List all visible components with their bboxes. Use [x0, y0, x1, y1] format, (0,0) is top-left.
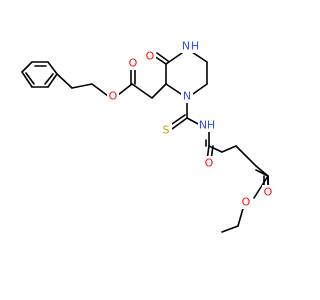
succinyl-chain [205, 131, 269, 177]
thiourea-group [171, 101, 203, 130]
bond [191, 51, 208, 63]
atom-labels: N H O N O O S N H O O O [107, 39, 274, 209]
bond [192, 83, 208, 95]
molecule-canvas: N H O N O O S N H O O O [21, 39, 274, 233]
phenethyl-chain [56, 73, 133, 97]
bond [235, 145, 257, 167]
bond [253, 175, 269, 199]
bond [221, 145, 237, 153]
thio-nh-h-label: H [207, 119, 215, 132]
piperazinone-ring [153, 51, 208, 95]
bond [151, 83, 167, 99]
bond [255, 169, 269, 177]
ester-link-oxygen-2-label: O [242, 196, 251, 209]
nh-ring-n-label: N [182, 40, 190, 53]
bond [208, 145, 223, 153]
bond [44, 73, 54, 85]
ring-nitrogen-label: N [183, 90, 191, 103]
bond [131, 83, 153, 99]
bond [117, 83, 133, 96]
thio-sulfur-label: S [163, 124, 170, 137]
bond [71, 83, 93, 89]
amide-oxygen-label: O [205, 157, 214, 170]
bond [156, 52, 169, 62]
bond [171, 114, 186, 125]
bond [171, 117, 188, 130]
bond [21, 61, 33, 73]
bond [165, 83, 182, 95]
structure-diagram: N H O N O O S N H O O O [21, 39, 274, 233]
bond [91, 83, 109, 97]
ester-carbonyl-oxygen-2-label: O [264, 186, 273, 199]
nh-ring-h-label: H [191, 40, 199, 53]
bond [56, 73, 73, 89]
bond [47, 73, 58, 88]
ethyl-ester [221, 169, 269, 233]
ester-carbonyl-oxygen-1-label: O [129, 57, 138, 70]
bond [47, 61, 58, 75]
phenyl-ring [21, 61, 58, 88]
bond [221, 225, 239, 233]
bond [21, 71, 33, 88]
bond [165, 52, 183, 65]
acetate-linker [130, 67, 167, 99]
bond [25, 72, 35, 85]
lactam-oxygen-label: O [146, 50, 155, 63]
thio-nh-n-label: N [199, 119, 207, 132]
ester-link-oxygen-1-label: O [109, 90, 118, 103]
